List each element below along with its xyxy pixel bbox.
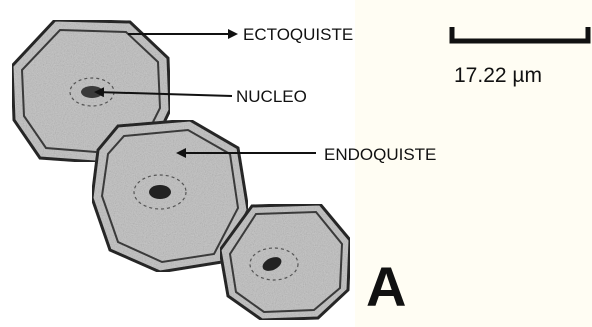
cyst-middle-nucleus [149, 185, 171, 199]
scale-bar-label: 17.22 µm [454, 64, 542, 87]
cyst-bottom-ectoquiste [220, 204, 350, 320]
nucleo-label: NUCLEO [236, 87, 307, 106]
panel-letter: A [366, 255, 406, 318]
ectoquiste-label: ECTOQUISTE [243, 25, 353, 44]
endoquiste-label: ENDOQUISTE [324, 145, 436, 164]
cyst-bottom [220, 204, 350, 320]
scale-bar [452, 27, 588, 41]
